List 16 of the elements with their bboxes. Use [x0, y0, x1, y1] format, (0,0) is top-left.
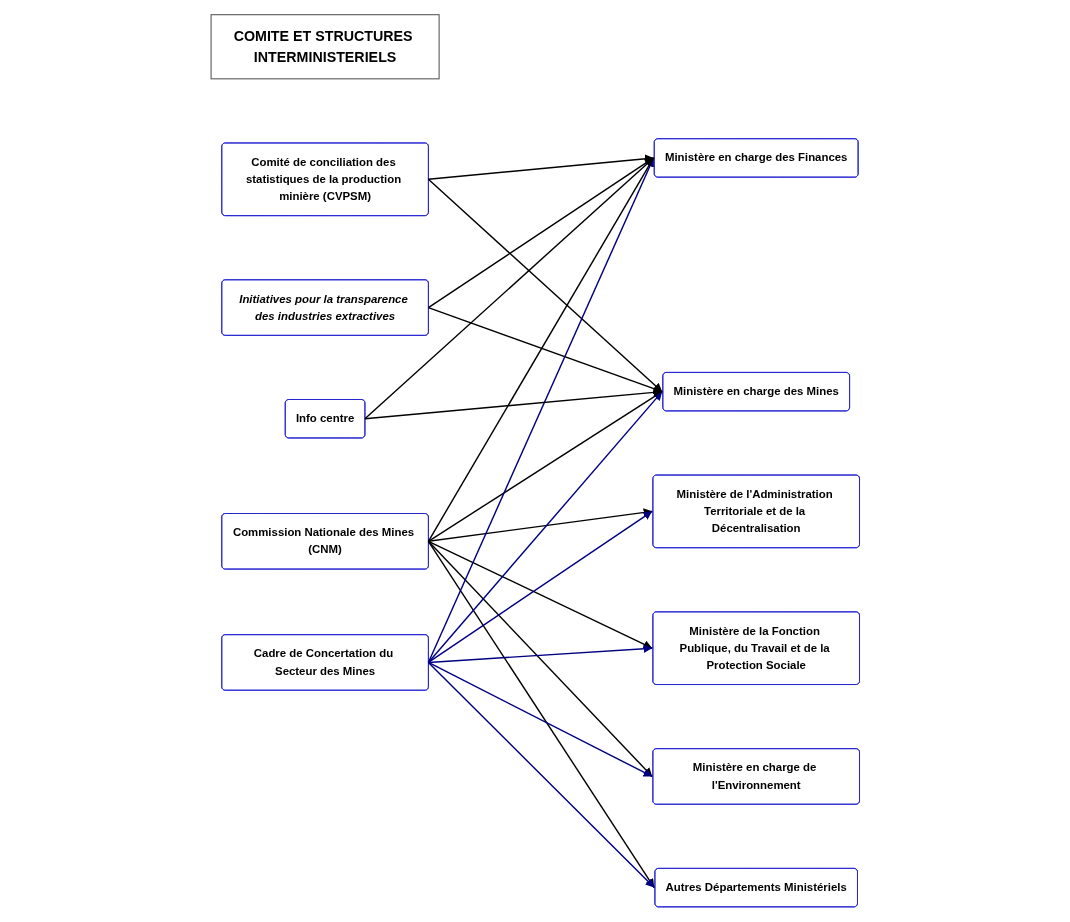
arrow [427, 307, 663, 393]
arrow [427, 391, 663, 664]
arrow [427, 661, 655, 889]
arrow [427, 540, 653, 778]
arrow [427, 661, 653, 778]
node-box: COMITE ET STRUCTURES INTERMINISTERIELS [210, 14, 440, 80]
arrow [427, 157, 654, 664]
arrow [427, 540, 655, 889]
arrow [427, 157, 654, 309]
arrow [427, 510, 653, 664]
arrow [363, 157, 654, 420]
arrow [363, 388, 663, 420]
arrow [427, 540, 653, 650]
arrow [427, 178, 663, 393]
arrow [427, 154, 654, 181]
arrow [427, 644, 653, 664]
